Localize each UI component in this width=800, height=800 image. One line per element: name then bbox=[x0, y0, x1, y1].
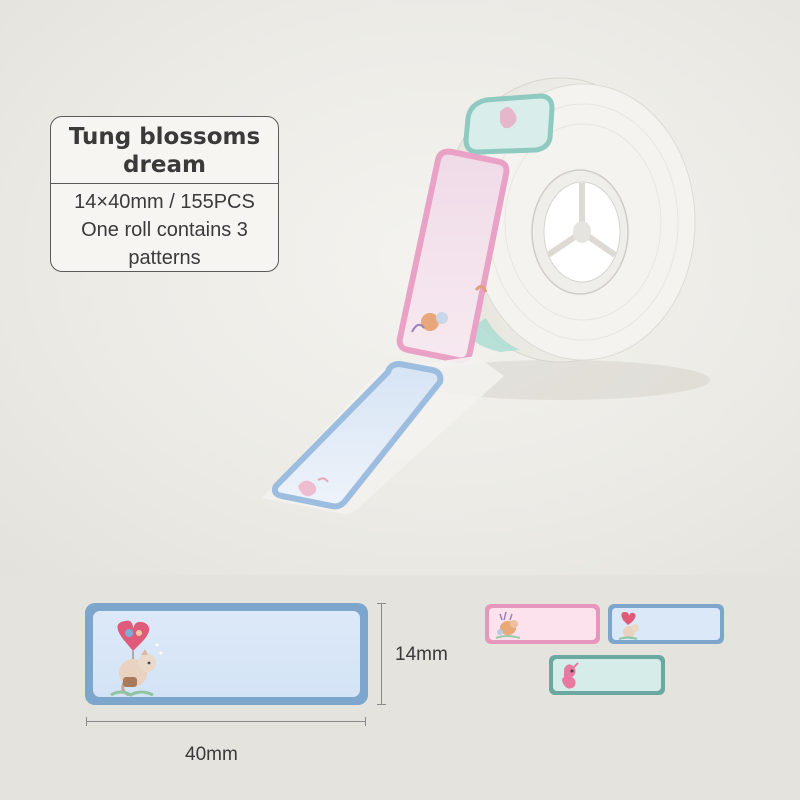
pattern-desc-line1: One roll contains 3 bbox=[81, 219, 248, 241]
label-pattern-pink bbox=[485, 604, 600, 644]
height-dimension-line bbox=[377, 603, 386, 705]
size-count-text: 14×40mm / 155PCS bbox=[74, 191, 255, 213]
label-roll-illustration bbox=[271, 77, 710, 510]
product-title-line2: dream bbox=[123, 152, 206, 178]
fox-art bbox=[562, 662, 579, 689]
height-dimension-label: 14mm bbox=[395, 644, 448, 665]
width-dimension-label: 40mm bbox=[185, 744, 238, 765]
roll-pink-label bbox=[396, 148, 510, 364]
product-info-box: Tung blossoms dream 14×40mm / 155PCS One… bbox=[50, 116, 279, 272]
cat-balloon-small-art bbox=[618, 612, 639, 640]
product-details: 14×40mm / 155PCS One roll contains 3 pat… bbox=[51, 184, 278, 271]
product-title: Tung blossoms dream bbox=[51, 117, 278, 184]
cat-balloon-art bbox=[110, 620, 163, 697]
roll-blue-label bbox=[271, 360, 444, 510]
pattern-desc-line2: patterns bbox=[128, 247, 201, 269]
product-title-line1: Tung blossoms bbox=[68, 124, 261, 150]
label-large-blue bbox=[85, 603, 368, 705]
width-dimension-line bbox=[86, 717, 366, 726]
label-pattern-green bbox=[549, 655, 665, 695]
label-pattern-blue bbox=[608, 604, 724, 644]
deer-art bbox=[495, 611, 521, 639]
